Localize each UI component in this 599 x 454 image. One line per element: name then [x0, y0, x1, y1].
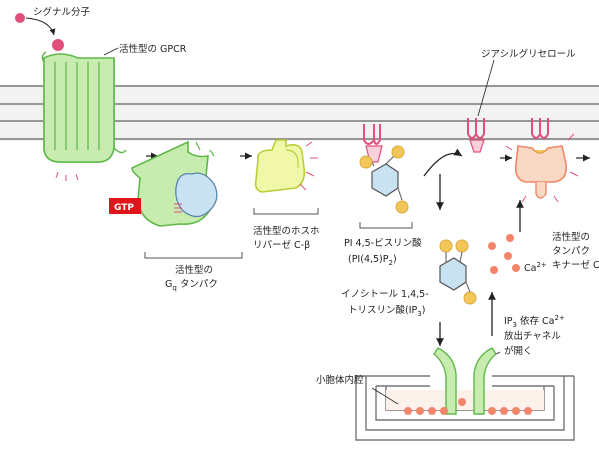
gq-label-line2: Gq タンパク	[165, 279, 218, 292]
ip3-molecule	[440, 240, 476, 304]
gq-label-line1: 活性型の	[175, 264, 213, 276]
plc-bracket	[254, 208, 318, 214]
ip3-label-line1: イノシトール 1,4,5-	[341, 289, 429, 300]
plc-label-line1: 活性型のホスホ	[253, 225, 320, 237]
pip2-bracket	[360, 222, 412, 228]
active-gq-protein	[132, 142, 217, 226]
pip2-label-line1: PI 4,5-ビスリン酸	[344, 237, 422, 249]
ip3r-label-line2: 放出チャネル	[504, 330, 561, 342]
gtp-label: GTP	[114, 203, 134, 213]
ip3-label-line2: トリスリン酸(IP3)	[348, 304, 425, 318]
signal-molecule-label: シグナル分子	[33, 6, 91, 18]
plc-label-line2: リパーゼ C-β	[253, 239, 310, 251]
ip3r-label-line3: が開く	[504, 345, 533, 357]
pkc-label-line2: タンパク	[552, 246, 590, 257]
signal-molecule	[15, 13, 64, 51]
pkc-label-line1: 活性型の	[552, 231, 590, 243]
endoplasmic-reticulum	[356, 376, 574, 440]
ca-label: Ca2+	[524, 261, 547, 274]
pkc-label-line3: キナーゼ C	[552, 259, 599, 271]
active-gpcr-label: 活性型の GPCR	[119, 43, 187, 55]
calcium-ions	[488, 234, 520, 274]
active-gpcr	[42, 52, 126, 181]
gq-bracket	[145, 252, 242, 258]
active-plc-beta	[256, 140, 318, 192]
ip3r-label-line1: IP3 依存 Ca2+	[504, 314, 565, 329]
pip2-to-dag-arrow	[424, 154, 462, 177]
pip2-label-line2: (PI(4,5)P2)	[348, 254, 397, 267]
diacylglycerol-label: ジアシルグリセロール	[481, 48, 576, 60]
er-lumen-label: 小胞体内腔	[316, 374, 364, 386]
